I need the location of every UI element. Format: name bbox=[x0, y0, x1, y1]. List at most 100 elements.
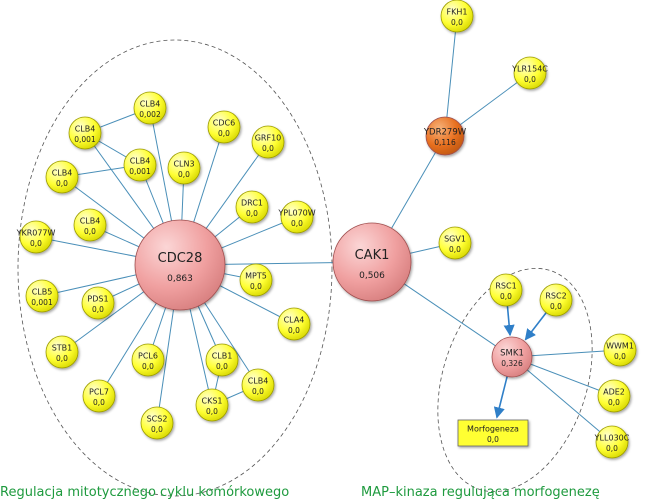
node-circle bbox=[68, 116, 102, 150]
node-value: 0,0 bbox=[524, 75, 536, 84]
node-circle bbox=[123, 148, 157, 182]
node-value: 0,0 bbox=[84, 227, 96, 236]
node-circle bbox=[440, 0, 474, 33]
node-label: CLB4 bbox=[80, 217, 101, 226]
node-value: 0,0 bbox=[252, 387, 264, 396]
node-value: 0,863 bbox=[167, 274, 193, 284]
node-value: 0,0 bbox=[218, 129, 230, 138]
node-value: 0,0 bbox=[487, 435, 499, 444]
node-label: RSC2 bbox=[545, 292, 566, 301]
node-circle bbox=[513, 56, 547, 90]
caption-left: Regulacja mitotycznego cyklu komórkowego bbox=[0, 485, 289, 500]
node-circle bbox=[251, 125, 285, 159]
node-circle bbox=[539, 283, 573, 317]
cluster-mitotic bbox=[17, 39, 333, 497]
node-value: 0,0 bbox=[250, 282, 262, 291]
node-circle bbox=[595, 425, 629, 459]
node-circle bbox=[195, 388, 229, 422]
node-label: YPL070W bbox=[277, 209, 315, 218]
node-label: STB1 bbox=[52, 344, 73, 353]
node-value: 0,0 bbox=[500, 292, 512, 301]
node-label: CLA4 bbox=[284, 316, 305, 325]
node-value: 0,0 bbox=[30, 239, 42, 248]
node-label: SCS2 bbox=[147, 415, 168, 424]
node-value: 0,001 bbox=[31, 298, 53, 307]
caption-right: MAP–kinaza regulująca morfogenezę bbox=[361, 485, 600, 500]
node-value: 0,0 bbox=[288, 326, 300, 335]
node-label: DRC1 bbox=[241, 199, 263, 208]
node-circle bbox=[82, 379, 116, 413]
node-circle bbox=[134, 219, 226, 311]
node-value: 0,0 bbox=[151, 425, 163, 434]
node-circle bbox=[235, 190, 269, 224]
node-label: PCL7 bbox=[89, 388, 109, 397]
node-value: 0,0 bbox=[614, 352, 626, 361]
node-label: CLB4 bbox=[140, 100, 161, 109]
node-label: RSC1 bbox=[495, 282, 516, 291]
node-value: 0,0 bbox=[216, 362, 228, 371]
node-circle bbox=[241, 368, 275, 402]
node-value: 0,0 bbox=[291, 219, 303, 228]
node-value: 0,0 bbox=[92, 305, 104, 314]
node-circle bbox=[133, 91, 167, 125]
node-value: 0,0 bbox=[93, 398, 105, 407]
node-circle bbox=[425, 116, 465, 156]
node-label: SGV1 bbox=[444, 235, 466, 244]
node-circle bbox=[239, 263, 273, 297]
node-value: 0,0 bbox=[449, 245, 461, 254]
node-value: 0,002 bbox=[139, 110, 161, 119]
node-circle bbox=[140, 406, 174, 440]
node-label: PDS1 bbox=[87, 295, 108, 304]
node-value: 0,506 bbox=[359, 271, 385, 281]
edge-smk1-yll030c bbox=[511, 356, 613, 443]
node-label: PCL6 bbox=[138, 352, 158, 361]
arrow-rsc2-smk1 bbox=[524, 312, 547, 341]
node-circle bbox=[207, 110, 241, 144]
cluster-morphogenesis bbox=[437, 267, 593, 493]
node-label: YLR154C bbox=[511, 65, 548, 74]
node-circle bbox=[19, 220, 53, 254]
node-circle bbox=[438, 226, 472, 260]
node-label: YLL030C bbox=[594, 434, 630, 443]
node-label: CLB4 bbox=[52, 169, 73, 178]
node-value: 0,0 bbox=[608, 398, 620, 407]
node-value: 0,0 bbox=[246, 209, 258, 218]
